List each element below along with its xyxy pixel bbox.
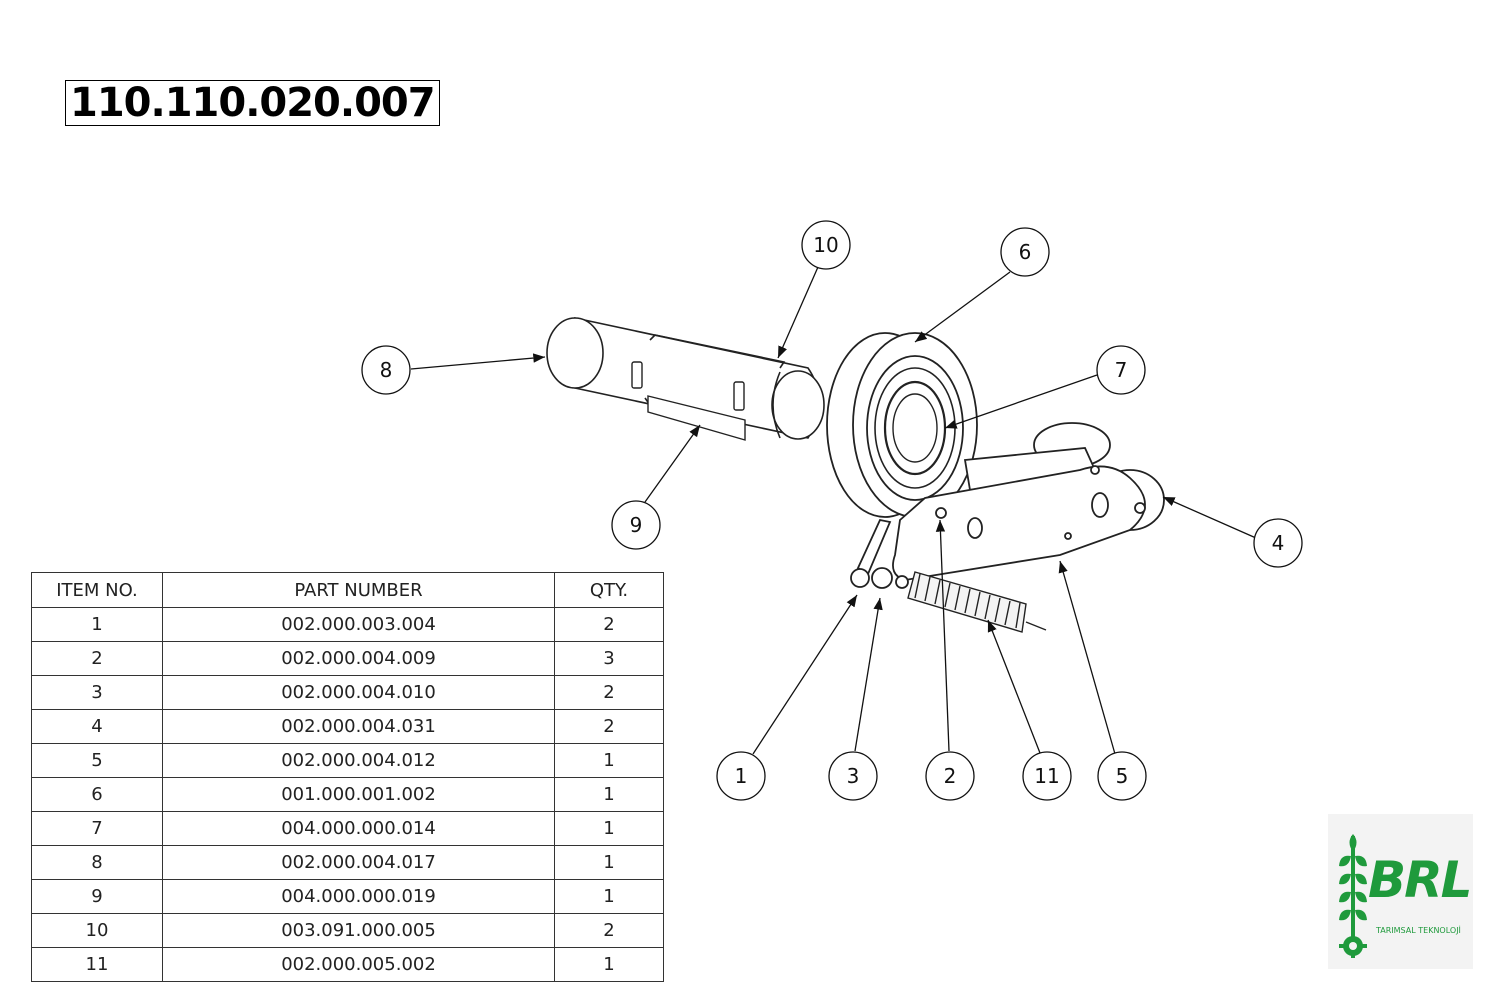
cell-part-number: 004.000.000.019: [162, 879, 555, 914]
header-qty: QTY.: [554, 572, 664, 608]
balloon-9: 9: [611, 500, 661, 550]
cell-part-number: 002.000.004.012: [162, 743, 555, 778]
brl-logo: BRL TARIMSAL TEKNOLOJİ: [1328, 814, 1473, 969]
svg-text:7: 7: [1115, 358, 1128, 382]
cell-part-number: 003.091.000.005: [162, 913, 555, 948]
cell-item: 6: [31, 777, 163, 812]
cell-part-number: 002.000.005.002: [162, 947, 555, 982]
cell-part-number: 002.000.004.009: [162, 641, 555, 676]
balloon-8: 8: [361, 345, 411, 395]
svg-text:2: 2: [944, 764, 957, 788]
svg-text:3: 3: [847, 764, 860, 788]
balloon-10: 10: [801, 220, 851, 270]
balloon-5: 5: [1097, 751, 1147, 801]
cell-item: 9: [31, 879, 163, 914]
part-9-key: [647, 395, 746, 441]
cell-qty: 1: [554, 879, 664, 914]
part-5-tension-arm: [850, 422, 1165, 589]
cell-qty: 1: [554, 845, 664, 880]
wheat-gear-icon: [1339, 834, 1367, 958]
svg-text:4: 4: [1272, 531, 1285, 555]
svg-text:11: 11: [1034, 764, 1059, 788]
balloon-4: 4: [1253, 518, 1303, 568]
cell-part-number: 001.000.001.002: [162, 777, 555, 812]
cell-item: 5: [31, 743, 163, 778]
cell-part-number: 002.000.003.004: [162, 607, 555, 642]
cell-qty: 1: [554, 947, 664, 982]
svg-text:1: 1: [735, 764, 748, 788]
cell-part-number: 002.000.004.031: [162, 709, 555, 744]
cell-item: 11: [31, 947, 163, 982]
cell-qty: 3: [554, 641, 664, 676]
svg-text:5: 5: [1116, 764, 1129, 788]
balloon-7: 7: [1096, 345, 1146, 395]
cell-item: 8: [31, 845, 163, 880]
logo-brand-text: BRL: [1368, 851, 1472, 909]
part-11-spring: [907, 571, 1047, 633]
balloon-1: 1: [716, 751, 766, 801]
header-item-no: ITEM NO.: [31, 572, 163, 608]
balloon-3: 3: [828, 751, 878, 801]
cell-item: 1: [31, 607, 163, 642]
part-10-clamp: [631, 361, 745, 411]
cell-qty: 1: [554, 777, 664, 812]
svg-text:10: 10: [813, 233, 838, 257]
cell-part-number: 004.000.000.014: [162, 811, 555, 846]
logo-tagline: TARIMSAL TEKNOLOJİ: [1376, 926, 1461, 935]
svg-text:6: 6: [1019, 240, 1032, 264]
svg-text:8: 8: [380, 358, 393, 382]
leader-lines: [410, 266, 1257, 755]
header-part-number: PART NUMBER: [162, 572, 555, 608]
drawing-number: 110.110.020.007: [65, 80, 440, 126]
balloon-2: 2: [925, 751, 975, 801]
cell-item: 2: [31, 641, 163, 676]
cell-part-number: 002.000.004.010: [162, 675, 555, 710]
cell-item: 3: [31, 675, 163, 710]
balloon-6: 6: [1000, 227, 1050, 277]
cell-part-number: 002.000.004.017: [162, 845, 555, 880]
cell-qty: 2: [554, 607, 664, 642]
balloon-11: 11: [1022, 751, 1072, 801]
svg-text:9: 9: [630, 513, 643, 537]
cell-item: 10: [31, 913, 163, 948]
part-6-bearing-housing: [826, 332, 978, 518]
cell-qty: 2: [554, 709, 664, 744]
cell-qty: 1: [554, 743, 664, 778]
cell-qty: 2: [554, 913, 664, 948]
cell-qty: 1: [554, 811, 664, 846]
table-header-row: ITEM NO. PART NUMBER QTY.: [31, 572, 664, 608]
cell-qty: 2: [554, 675, 664, 710]
cell-item: 4: [31, 709, 163, 744]
cell-item: 7: [31, 811, 163, 846]
